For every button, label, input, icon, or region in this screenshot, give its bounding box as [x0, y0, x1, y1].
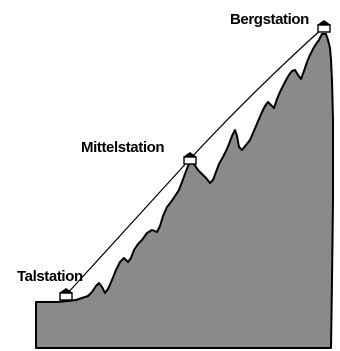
cable-car-station-icon [59, 288, 73, 301]
cable-segment-lower [65, 158, 191, 296]
cable-car-station-icon [317, 20, 331, 33]
station-label-talstation: Talstation [17, 268, 83, 285]
mountain-silhouette [35, 33, 334, 349]
station-label-mittelstation: Mittelstation [81, 139, 164, 156]
cable-car-station-icon [183, 152, 197, 165]
station-label-bergstation: Bergstation [230, 11, 309, 28]
cable-segment-upper [189, 26, 325, 160]
